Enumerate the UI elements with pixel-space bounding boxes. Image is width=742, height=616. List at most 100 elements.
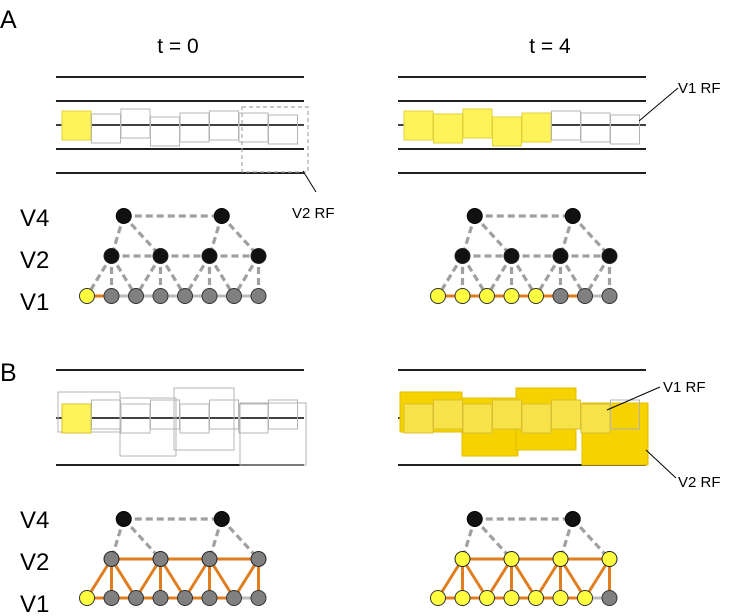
- time-label-t4: t = 4: [529, 35, 571, 58]
- panel-b-1-v1-node-2: [479, 590, 495, 606]
- panel-b-0-v1-node-1: [103, 590, 120, 606]
- callout-layer: [302, 87, 679, 479]
- panel-a-0-v4-1-to-v2-3: [220, 214, 260, 258]
- panel-a-v2-rf-label: V2 RF: [292, 205, 335, 222]
- panel-a-1-v1-node-5: [552, 288, 569, 304]
- panel-b-0-v1-rf-square-3: [150, 399, 180, 430]
- panel-b-1-v2-node-2: [552, 551, 569, 567]
- panel-a-1-v1-rf-square-6: [580, 112, 611, 143]
- panel-b-1-v1-node-4: [528, 590, 544, 606]
- panel-b-1-v1-rf-square-0: [403, 403, 434, 434]
- panel-a-0-v1-node-7: [250, 288, 267, 304]
- panel-a-0-v1-rf-square-6: [238, 112, 269, 143]
- panel-b-v2-rf-callout: [645, 449, 677, 479]
- panel-b-label: B: [0, 359, 17, 387]
- panel-a-0-v1-node-4: [177, 288, 193, 304]
- panel-a-1-v4-0-to-v2-1: [473, 214, 513, 258]
- panel-b-1-v4-0-to-v2-1: [473, 517, 513, 561]
- panel-a-0-v2-node-2: [201, 248, 218, 264]
- panel-b-1-v1-rf-square-5: [551, 399, 581, 430]
- panel-b-1-v1-rf-square-4: [521, 403, 552, 434]
- panel-b-1-v2-node-0: [454, 551, 471, 567]
- panel-a-1-v4-node-1: [564, 208, 581, 224]
- panel-a-layer-v2-label: V2: [20, 247, 49, 274]
- panel-b-0-v1-node-4: [177, 590, 193, 606]
- panel-a-1-v2-node-2: [552, 248, 569, 264]
- panel-a-1-v1-rf-square-1: [433, 113, 463, 144]
- panel-a-0-v1-rf-square-4: [179, 112, 210, 143]
- panel-a-0-v1-node-6: [226, 288, 242, 304]
- panel-b-1-v1-rf-square-3: [492, 399, 522, 430]
- panel-a-0-v1-rf-square-1: [91, 113, 121, 144]
- panel-a-1-v1-rf-square-7: [610, 114, 640, 145]
- panel-b-v1-rf-label: V1 RF: [663, 379, 706, 396]
- panel-b-0-v1-node-6: [226, 590, 242, 606]
- panel-a-0-v1-node-5: [201, 288, 218, 304]
- panel-a-1-v1-rf-square-0: [403, 110, 434, 141]
- panel-b-v1-rf-callout: [606, 386, 661, 411]
- panel-b-0-v2-rf-square-3: [239, 402, 307, 466]
- panel-b-layer-v2-label: V2: [20, 549, 49, 576]
- panel-b-1-v1-rf-square-7: [610, 399, 640, 430]
- panel-a-v1-rf-callout: [638, 87, 679, 122]
- panel-b-v2-rf-label: V2 RF: [678, 474, 721, 491]
- panel-a-0-v4-node-0: [115, 208, 132, 224]
- panel-b-0-v4-node-1: [213, 511, 230, 527]
- panel-a-1-v1-node-2: [479, 288, 495, 304]
- panel-b-1-v4-1-to-v2-3: [571, 517, 611, 561]
- panel-a-0-v4-node-1: [213, 208, 230, 224]
- panel-b-0-v1-node-5: [201, 590, 218, 606]
- panel-a-layer-v4-label: V4: [20, 205, 49, 232]
- panel-b-0-v2-node-0: [103, 551, 120, 567]
- panel-a-1-v1-node-0: [430, 288, 446, 304]
- panel-a-layer-v1-label: V1: [20, 289, 49, 316]
- panel-a-0-v1-rf-square-7: [268, 114, 298, 145]
- panel-a-1-v4-1-to-v2-3: [571, 214, 611, 258]
- panel-b-1-v4-node-1: [564, 511, 581, 527]
- panel-b-0-v1-rf-square-1: [91, 399, 121, 430]
- panel-a-0-v1-rf-square-2: [120, 108, 151, 139]
- panel-b-1-v1-node-1: [454, 590, 471, 606]
- panel-b-1-v4-node-0: [466, 511, 483, 527]
- panel-a-1-v1-rf-square-3: [492, 116, 522, 147]
- panel-b-layer-v1-label: V1: [20, 591, 49, 616]
- panel-b-0-v2-node-3: [250, 551, 267, 567]
- panel-a-1-v1-node-4: [528, 288, 544, 304]
- panel-b-0-v1-node-3: [152, 590, 169, 606]
- time-label-t0: t = 0: [157, 35, 198, 58]
- panel-b-0-v1-node-0: [79, 590, 95, 606]
- panel-b-0-v4-1-to-v2-3: [220, 517, 260, 561]
- panel-a-1-v4-node-0: [466, 208, 483, 224]
- panel-b-1-v1-rf-square-1: [433, 399, 463, 430]
- panel-a-0-v2-node-1: [152, 248, 169, 264]
- panel-b-0-v4-node-0: [115, 511, 132, 527]
- panel-a-1-v1-node-1: [454, 288, 471, 304]
- panel-b-1-v2-node-3: [601, 551, 618, 567]
- panel-a-0-v1-rf-square-3: [150, 116, 180, 147]
- panel-a-v2-rf-callout: [302, 170, 317, 193]
- panel-a-0-v2-node-3: [250, 248, 267, 264]
- panel-a-0-v1-node-0: [79, 288, 95, 304]
- panel-a-0-v1-node-2: [128, 288, 144, 304]
- panel-b-1-v1-node-5: [552, 590, 569, 606]
- panel-a-1-v2-node-3: [601, 248, 618, 264]
- panel-a-1-v1-rf-square-2: [462, 108, 493, 139]
- panel-b-1-v1-node-6: [577, 590, 593, 606]
- panel-b-1-v1-node-3: [503, 590, 520, 606]
- panel-a-1-v2-node-1: [503, 248, 520, 264]
- panel-b-0-v1-rf-square-0: [61, 403, 92, 434]
- panel-b-0-v2-rf-square-2: [173, 387, 235, 451]
- network-layer: [79, 208, 618, 606]
- panel-b-1-v1-node-0: [430, 590, 446, 606]
- panel-b-1-v1-rf-square-6: [580, 403, 611, 434]
- panel-b-layer-v4-label: V4: [20, 507, 49, 534]
- panel-a-v2-rf-dashed-box: [241, 106, 309, 173]
- panel-a-1-v2-node-0: [454, 248, 471, 264]
- panel-b-0-v2-rf-square-1: [119, 397, 177, 457]
- panel-b-1-v1-rf-square-2: [462, 403, 493, 434]
- panel-b-1-v1-node-7: [601, 590, 618, 606]
- panel-a-label: A: [0, 6, 17, 34]
- panel-a-1-v1-rf-square-4: [521, 112, 552, 143]
- panel-a-0-v1-rf-square-0: [61, 110, 92, 141]
